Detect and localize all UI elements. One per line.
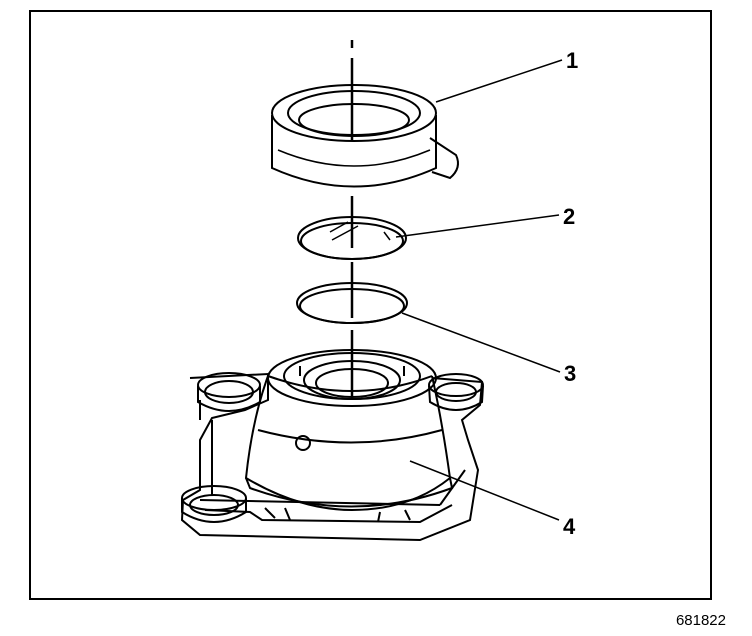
figure-number: 681822 bbox=[675, 612, 726, 629]
callout-1: 1 bbox=[566, 48, 579, 73]
mount-dome bbox=[244, 349, 454, 512]
callout-4: 4 bbox=[563, 514, 576, 539]
bearing-retainer-cap bbox=[271, 84, 459, 188]
leader-lines bbox=[395, 59, 563, 521]
mount-base-plate bbox=[180, 372, 484, 542]
callout-2: 2 bbox=[563, 204, 576, 229]
diagram-frame bbox=[29, 10, 712, 600]
callout-3: 3 bbox=[564, 361, 577, 386]
